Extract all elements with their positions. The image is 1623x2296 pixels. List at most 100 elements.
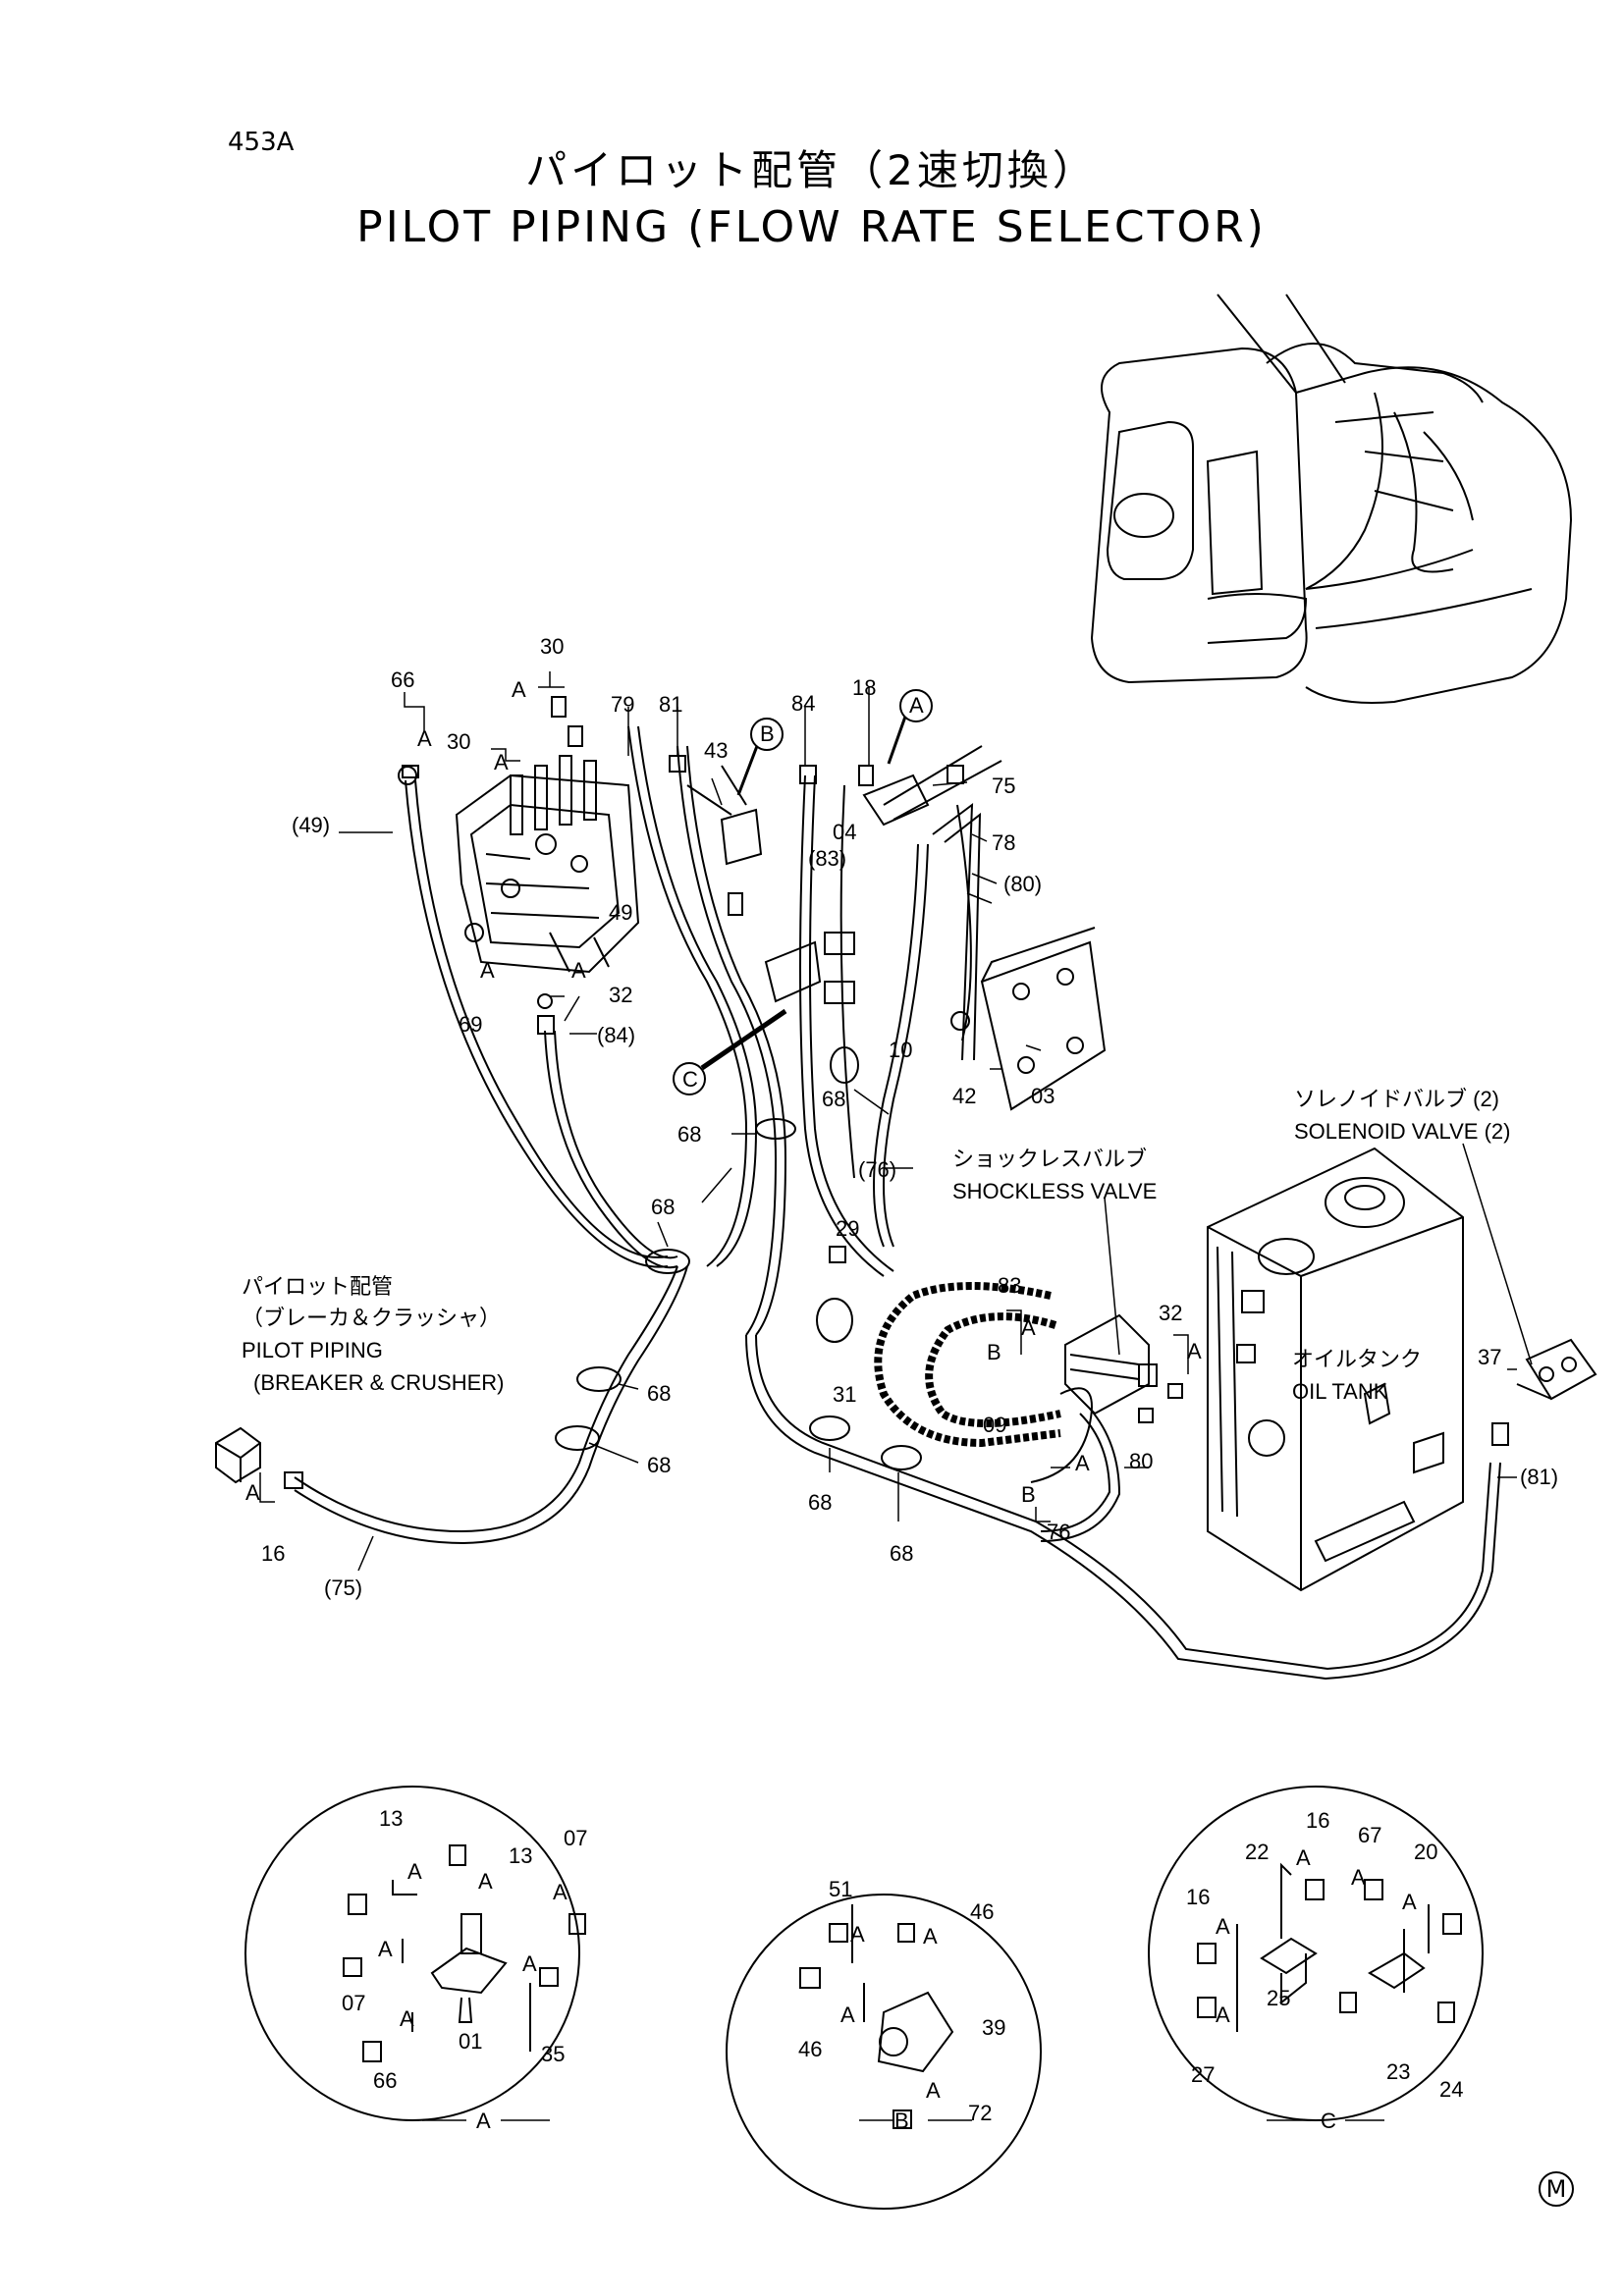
oil-tank [1207, 1147, 1464, 1592]
callout-83: 83 [998, 1273, 1021, 1298]
callout-a2: A [494, 750, 509, 774]
callout-b2: B [987, 1340, 1001, 1364]
pilot-label-jp2: （ブレーカ＆クラッシャ） [242, 1306, 501, 1330]
callout-78: 78 [992, 830, 1015, 855]
callout-10: 10 [889, 1038, 912, 1062]
callout-81: 81 [659, 692, 682, 717]
callout-43: 43 [704, 738, 728, 763]
detail-c-20: 20 [1414, 1840, 1437, 1864]
callout-75: 75 [992, 774, 1015, 798]
callout-circle-a [899, 689, 933, 722]
shockless-valve [1064, 1313, 1158, 1415]
detail-c-23: 23 [1386, 2059, 1410, 2084]
callout-a1: A [512, 677, 526, 702]
callout-83-paren: (83) [808, 846, 846, 871]
detail-c-a3: A [1402, 1890, 1417, 1914]
callout-37: 37 [1478, 1345, 1501, 1369]
callout-49: 49 [609, 900, 632, 925]
detail-b-a4: A [926, 2078, 941, 2103]
hose-bundle [294, 725, 1501, 1681]
shockless-label-en: SHOCKLESS VALVE [952, 1179, 1157, 1203]
detail-a-13b: 13 [509, 1843, 532, 1868]
callout-68a: 68 [822, 1087, 845, 1111]
callout-68c: 68 [651, 1195, 675, 1219]
callout-09: 09 [983, 1413, 1006, 1437]
callout-32: 32 [609, 983, 632, 1007]
detail-c-a2: A [1351, 1865, 1366, 1890]
detail-c-16b: 16 [1186, 1885, 1210, 1909]
control-valve-body [455, 755, 640, 974]
detail-b-a2: A [923, 1924, 938, 1949]
solenoid-valve [1516, 1338, 1597, 1401]
callout-68b: 68 [677, 1122, 701, 1147]
callout-a3: A [417, 726, 432, 751]
detail-c-a4: A [1216, 1914, 1230, 1939]
detail-a-13a: 13 [379, 1806, 403, 1831]
detail-c-a1: A [1296, 1845, 1311, 1870]
detail-a-66: 66 [373, 2068, 397, 2093]
junction-blocks [686, 765, 930, 1004]
callout-04: 04 [833, 820, 856, 844]
callout-b-main: B [760, 721, 775, 746]
callout-68f: 68 [808, 1490, 832, 1515]
detail-a-07a: 07 [564, 1826, 587, 1850]
detail-b-a1: A [850, 1922, 865, 1947]
callout-a8: A [1187, 1339, 1202, 1363]
detail-c-67: 67 [1358, 1823, 1381, 1847]
leader-lines [259, 671, 1533, 1572]
title-english: PILOT PIPING (FLOW RATE SELECTOR) [356, 202, 1267, 252]
detail-a-01: 01 [459, 2029, 482, 2054]
oiltank-label-jp: オイルタンク [1292, 1347, 1422, 1371]
callout-69: 69 [459, 1012, 482, 1037]
maker-mark: M [1539, 2171, 1574, 2207]
callout-49-paren: (49) [292, 813, 330, 837]
callout-68e: 68 [647, 1453, 671, 1477]
pilot-label-en2: (BREAKER & CRUSHER) [253, 1370, 504, 1395]
detail-c-22: 22 [1245, 1840, 1269, 1864]
detail-b-46b: 46 [798, 2037, 822, 2061]
callout-b3: B [1021, 1482, 1036, 1507]
detail-a-drawing [244, 1786, 586, 2121]
callout-circle-c [673, 1062, 706, 1095]
callout-a5: A [571, 958, 586, 983]
page-id: 453A [228, 128, 295, 157]
detail-a-a3: A [553, 1880, 568, 1904]
callout-79: 79 [611, 692, 634, 717]
detail-a-a2: A [478, 1869, 493, 1894]
detail-c-24: 24 [1439, 2077, 1463, 2102]
detail-b-a3: A [840, 2002, 855, 2027]
solenoid-label-jp: ソレノイドバルブ (2) [1294, 1087, 1499, 1111]
callout-16: 16 [261, 1541, 285, 1566]
oiltank-label-en: OIL TANK [1292, 1379, 1388, 1404]
solenoid-label-en: SOLENOID VALVE (2) [1294, 1119, 1510, 1144]
callout-68g: 68 [890, 1541, 913, 1566]
pilot-label-en: PILOT PIPING [242, 1338, 383, 1362]
detail-c-25: 25 [1267, 1986, 1290, 2010]
detail-c-a5: A [1216, 2002, 1230, 2027]
shockless-label-jp: ショックレスバルブ [952, 1147, 1147, 1171]
detail-a-caption: A [476, 2109, 491, 2133]
callout-66: 66 [391, 667, 414, 692]
callout-68d: 68 [647, 1381, 671, 1406]
detail-c-caption: C [1321, 2109, 1336, 2133]
detail-a-a6: A [400, 2006, 414, 2031]
excavator-outline [1090, 294, 1573, 704]
callout-75-paren: (75) [324, 1575, 362, 1600]
callout-a6: A [1021, 1315, 1036, 1340]
callout-42: 42 [952, 1084, 976, 1108]
callout-32b: 32 [1159, 1301, 1182, 1325]
bracket-plate [950, 927, 1107, 1111]
callout-76-paren: (76) [858, 1157, 896, 1182]
detail-b-51: 51 [829, 1877, 852, 1901]
callout-30b: 30 [447, 729, 470, 754]
callout-29: 29 [836, 1216, 859, 1241]
callout-81-paren: (81) [1520, 1465, 1558, 1489]
callout-31: 31 [833, 1382, 856, 1407]
callout-84: 84 [791, 691, 815, 716]
detail-a-a1: A [407, 1859, 422, 1884]
pilot-label-jp: パイロット配管 [242, 1274, 393, 1299]
detail-c-16a: 16 [1306, 1808, 1329, 1833]
breaker-block [215, 1426, 261, 1484]
